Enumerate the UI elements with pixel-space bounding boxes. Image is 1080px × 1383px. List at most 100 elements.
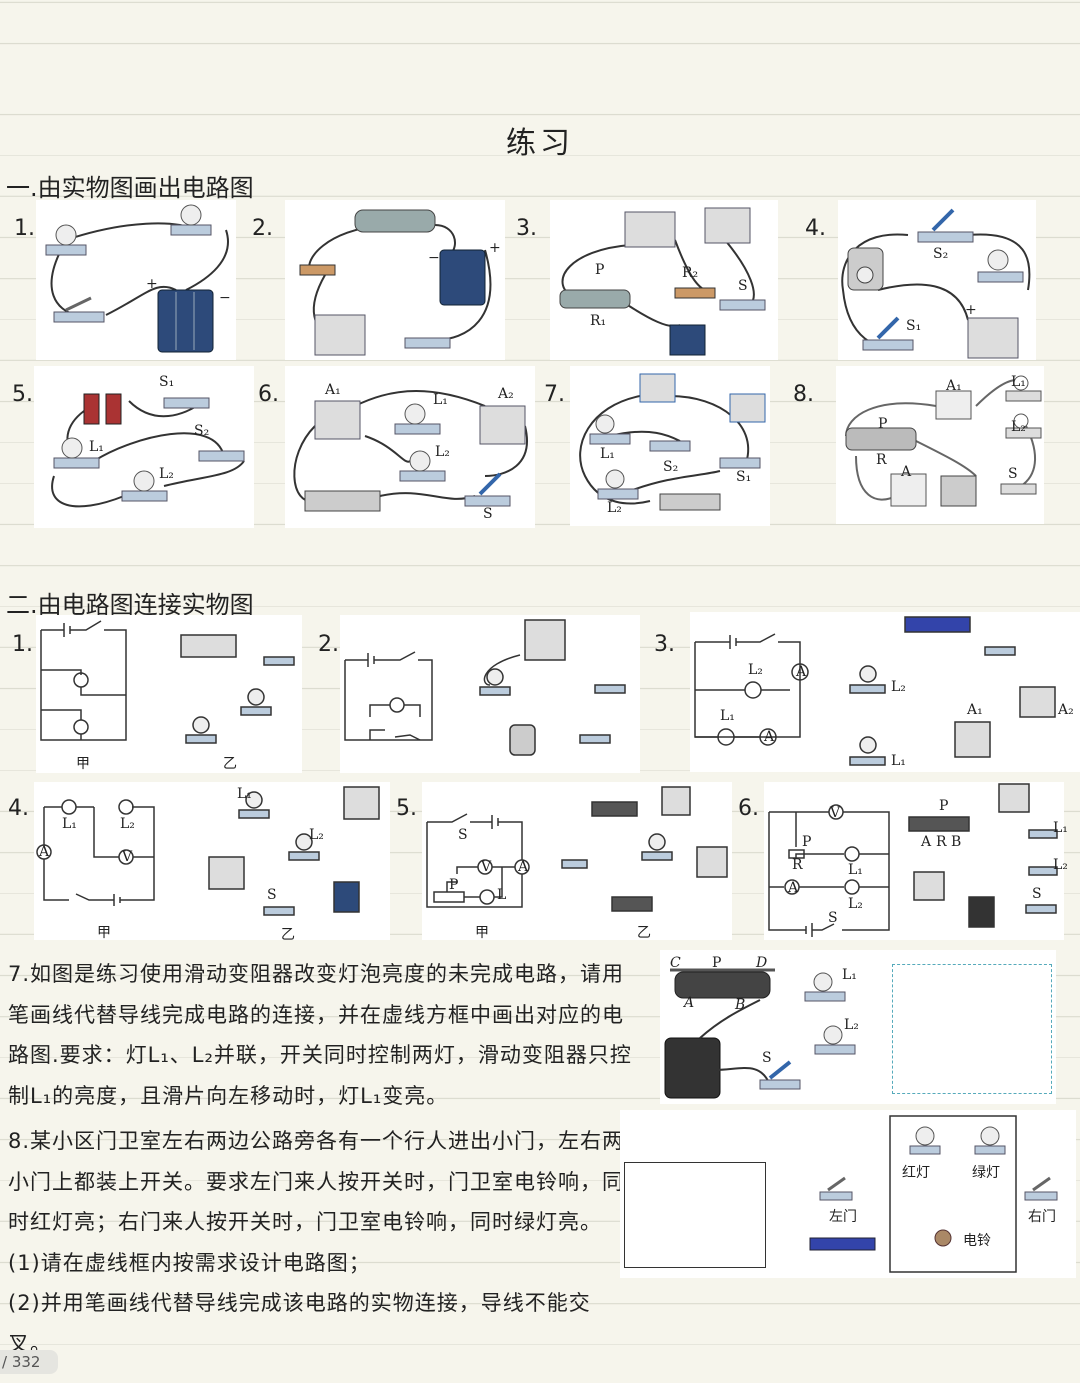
s2-item-3-number: 3. — [654, 632, 675, 657]
S1-label: S₁ — [736, 469, 752, 485]
s1-figure-7: L₁ S₂ S₁ L₂ — [570, 366, 770, 526]
s1-figure-2: − + — [285, 200, 505, 360]
L1-label: L₁ — [433, 392, 448, 408]
minus-label: − — [428, 250, 440, 266]
circuit-photo-2 — [299, 209, 492, 356]
circuit-diagram-2 — [344, 619, 626, 756]
L1-label: L₁ — [600, 446, 615, 462]
L2-label: L₂ — [435, 444, 450, 460]
green-light-label: 绿灯 — [972, 1165, 1000, 1181]
L1-label: L₁ — [842, 967, 857, 983]
q8-answer-box[interactable] — [624, 1162, 766, 1268]
s2-figure-5: S V A L P 甲 乙 — [422, 782, 732, 941]
L2-label: L₂ — [120, 816, 135, 832]
jia-label: 甲 — [475, 925, 489, 941]
jia-label: 甲 — [97, 925, 111, 941]
P-label: P — [802, 834, 812, 850]
B-label: B — [951, 834, 962, 850]
L1-label: L₁ — [237, 786, 252, 802]
circuit-photo-3 — [559, 207, 766, 356]
s1-item-7-number: 7. — [544, 382, 565, 407]
red-light-label: 红灯 — [902, 1165, 930, 1181]
q7-line-3: 路图.要求：灯L₁、L₂并联，开关同时控制两灯，滑动变阻器只控 — [8, 1043, 632, 1067]
circuit-photo-4 — [841, 208, 1031, 359]
A-meter-label: A — [788, 880, 799, 896]
q7-answer-dashed-box[interactable] — [892, 964, 1052, 1094]
minus-label: − — [219, 290, 231, 306]
s2-item-5-number: 5. — [396, 796, 417, 821]
q7-line-4: 制L₁的亮度，且滑片向左移动时，灯L₁变亮。 — [8, 1083, 449, 1108]
A-label: A — [901, 464, 912, 480]
s1-item-5-number: 5. — [12, 382, 33, 407]
q7-line-2: 笔画线代替导线完成电路的连接，并在虚线方框中画出对应的电 — [8, 1002, 624, 1027]
L2-label: L₂ — [748, 662, 763, 678]
s2-figure-6: V P R L₁ A L₂ S P A R B L₁ L₂ S — [764, 782, 1068, 940]
A1-label: A₁ — [325, 382, 341, 398]
A-label: A — [684, 995, 695, 1011]
S-label: S — [267, 887, 277, 903]
B-label: B — [735, 997, 746, 1013]
q8-line-3: 时红灯亮；右门来人按开关时，门卫室电铃响，同时绿灯亮。 — [8, 1210, 602, 1234]
A1-label: A₁ — [967, 702, 983, 718]
P-label: P — [449, 877, 459, 893]
s2-figure-1: 甲 乙 — [36, 615, 302, 773]
S-label: S — [828, 910, 838, 926]
V-meter-label: V — [830, 805, 841, 821]
circuit-diagram-4 — [36, 786, 380, 916]
R-label: R — [792, 857, 803, 873]
q7-apparatus — [664, 968, 856, 1099]
L2-label: L₂ — [1053, 857, 1068, 873]
R1-label: R₁ — [590, 313, 607, 329]
s2-item-1-number: 1. — [12, 632, 33, 657]
yi-label: 乙 — [637, 925, 651, 941]
bell-label: 电铃 — [963, 1233, 991, 1249]
q8-line-5: (2)并用笔画线代替导线完成该电路的实物连接，导线不能交叉。 — [8, 1291, 591, 1356]
L1-label: L₁ — [1053, 820, 1068, 836]
A-label: A — [764, 729, 775, 745]
S-label: S — [738, 278, 748, 294]
P-label: P — [712, 955, 722, 971]
circuit-photo-6 — [293, 390, 528, 512]
S2-label: S₂ — [663, 459, 679, 475]
q7-line-1: 7.如图是练习使用滑动变阻器改变灯泡亮度的未完成电路，请用 — [8, 962, 625, 986]
D-label: D — [756, 955, 768, 971]
V-meter-label: V — [481, 859, 492, 875]
s1-item-1-number: 1. — [14, 216, 35, 241]
S2-label: S₂ — [194, 423, 210, 439]
A-label: A — [796, 664, 807, 680]
jia-label: 甲 — [76, 756, 90, 772]
A-meter-label: A — [518, 859, 529, 875]
s2-figure-3: L₂ L₁ A A L₂ L₁ A₁ A₂ — [690, 612, 1080, 772]
circuit-diagram-6 — [768, 783, 1058, 937]
S-label: S — [483, 506, 493, 522]
q8-apparatus — [809, 1115, 1058, 1273]
left-door-label: 左门 — [829, 1209, 857, 1225]
s1-item-8-number: 8. — [793, 382, 814, 407]
L1-label: L₁ — [1011, 374, 1026, 390]
q8-figure: 红灯 绿灯 左门 右门 电铃 — [620, 1110, 1076, 1278]
S2-label: S₂ — [933, 246, 949, 262]
circuit-diagram-5 — [426, 786, 728, 912]
L1-label: L₁ — [891, 753, 906, 769]
yi-label: 乙 — [281, 927, 295, 943]
circuit-diagram-3 — [694, 616, 1056, 766]
s1-item-2-number: 2. — [252, 216, 273, 241]
L1-label: L₁ — [62, 816, 77, 832]
A2-label: A₂ — [1058, 702, 1074, 718]
L2-label: L₂ — [848, 896, 863, 912]
q8-line-1: 8.某小区门卫室左右两边公路旁各有一个行人进出小门，左右两 — [8, 1129, 625, 1153]
A2-label: A₂ — [498, 386, 514, 402]
page-indicator: / 332 — [0, 1350, 58, 1374]
s1-figure-4: S₂ S₁ + — [838, 200, 1036, 360]
A-meter-label: A — [39, 844, 50, 860]
C-label: C — [670, 955, 681, 971]
L2-label: L₂ — [159, 466, 174, 482]
s2-item-6-number: 6. — [738, 796, 759, 821]
R2-label: R₂ — [682, 265, 699, 281]
S-label: S — [1008, 466, 1018, 482]
s1-figure-3: P R₂ R₁ S — [550, 200, 778, 360]
q7-text: 7.如图是练习使用滑动变阻器改变灯泡亮度的未完成电路，请用 笔画线代替导线完成电… — [8, 954, 648, 1116]
L1-label: L₁ — [89, 439, 104, 455]
S1-label: S₁ — [159, 374, 175, 390]
s2-item-4-number: 4. — [8, 796, 29, 821]
